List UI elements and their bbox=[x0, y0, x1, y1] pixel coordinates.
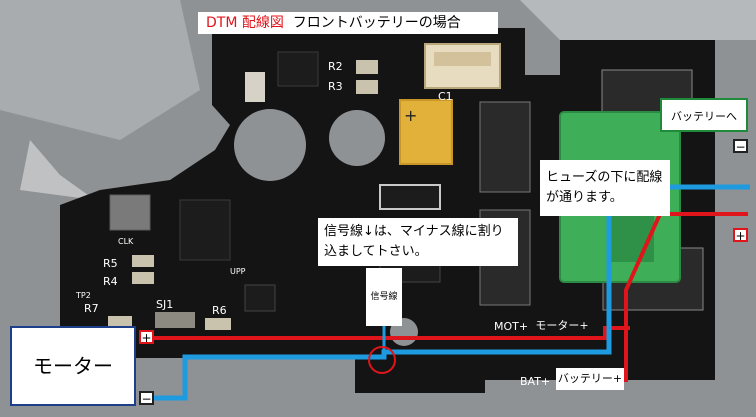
tantalum-capacitor bbox=[399, 99, 453, 165]
mount-hole-right bbox=[329, 110, 385, 166]
mount-hole-left bbox=[234, 109, 306, 181]
clk-crystal bbox=[109, 194, 151, 231]
fuse-body bbox=[610, 212, 654, 262]
mosfet-mid bbox=[379, 184, 441, 210]
diode-part bbox=[244, 284, 276, 312]
r2-resistor bbox=[356, 60, 378, 74]
cap-top bbox=[245, 72, 265, 102]
silk-c1: C1 bbox=[438, 90, 453, 103]
title-prefix: DTM 配線図 bbox=[206, 15, 284, 31]
mosfet-top bbox=[277, 51, 319, 87]
fet-heatsink-upper bbox=[479, 101, 531, 193]
title-rest: フロントバッテリーの場合 bbox=[292, 15, 461, 31]
background-shade-top bbox=[520, 0, 756, 40]
motor-box: モーター bbox=[10, 326, 136, 406]
motor-positive-wire bbox=[154, 326, 630, 340]
mcu-chip bbox=[179, 199, 231, 261]
silk-upp: UPP bbox=[230, 267, 246, 276]
battery-positive-wire bbox=[624, 212, 735, 382]
silk-sj1: SJ1 bbox=[156, 298, 173, 311]
blade-shape bbox=[20, 140, 95, 200]
motor-minus-sign: − bbox=[139, 391, 154, 406]
motor-plus-sign: + bbox=[139, 330, 154, 345]
pcb-board bbox=[60, 28, 715, 393]
r3-resistor bbox=[356, 80, 378, 94]
diagram-title: DTM 配線図 フロントバッテリーの場合 bbox=[198, 12, 498, 34]
silk-mot-plus: MOT+ bbox=[494, 320, 528, 333]
sj1-jumper bbox=[155, 312, 195, 328]
callout-signal-note: 信号線↓は、マイナス線に割り込ましてトさい。 bbox=[318, 218, 518, 266]
background-shade bbox=[0, 0, 200, 140]
battery-plus-sign: + bbox=[733, 228, 748, 243]
motor-plus-label: モーター+ bbox=[535, 319, 589, 332]
signal-wire-label: 信号線 bbox=[366, 268, 402, 326]
silk-tp2: TP2 bbox=[75, 291, 91, 300]
silk-r4: R4 bbox=[103, 275, 118, 288]
silk-r6: R6 bbox=[212, 304, 227, 317]
connector-pins bbox=[434, 52, 491, 66]
silk-r7: R7 bbox=[84, 302, 99, 315]
battery-minus-sign: − bbox=[733, 139, 748, 154]
silk-bat-plus: BAT+ bbox=[520, 375, 550, 388]
r7-resistor bbox=[108, 316, 132, 328]
r4-resistor bbox=[132, 272, 154, 284]
signal-tap-circle bbox=[368, 346, 396, 374]
battery-plus-label: バッテリー+ bbox=[556, 368, 624, 390]
callout-fuse-note: ヒューズの下に配線が通ります。 bbox=[540, 160, 670, 216]
callout-battery-to: バッテリーへ bbox=[660, 98, 748, 132]
silk-clk: CLK bbox=[118, 237, 134, 246]
silk-r2: R2 bbox=[328, 60, 343, 73]
capacitor-polarity: + bbox=[404, 106, 417, 125]
r5-resistor bbox=[132, 255, 154, 267]
silk-r3: R3 bbox=[328, 80, 343, 93]
silk-r5: R5 bbox=[103, 257, 118, 270]
r6-resistor bbox=[205, 318, 231, 330]
